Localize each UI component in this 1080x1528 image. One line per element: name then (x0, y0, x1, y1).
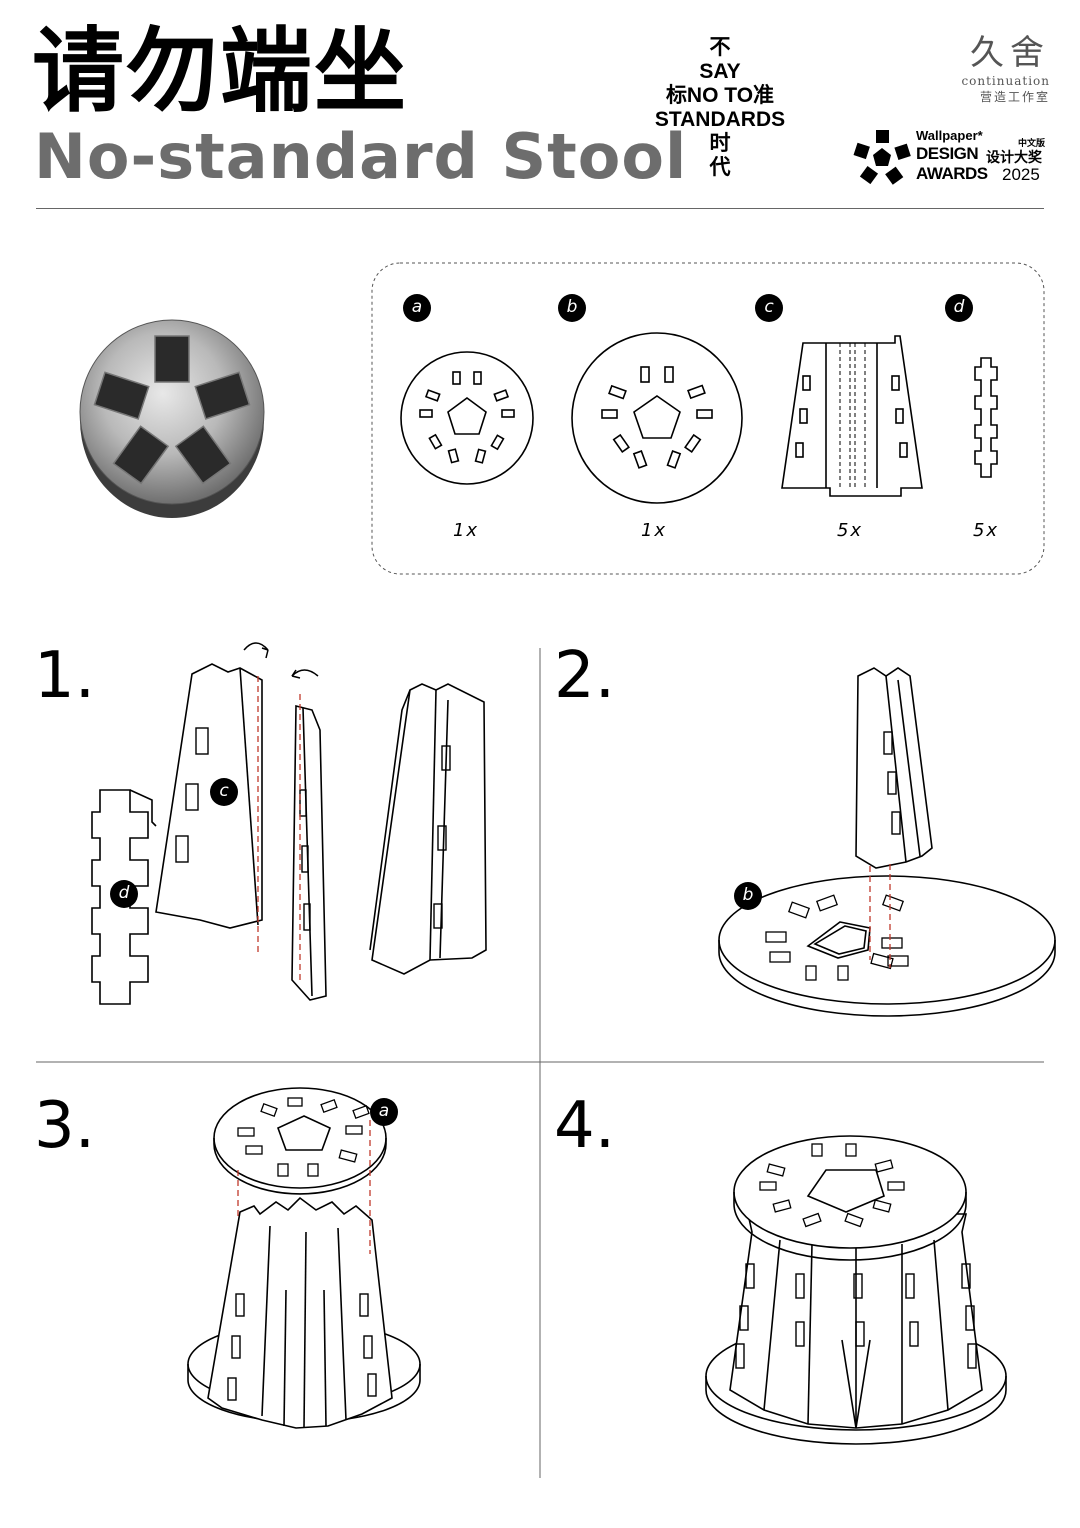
slogan-block: 不 SAY 标NO TO准 STANDARDS 时 代 (630, 36, 810, 180)
part-qty-d: 5x (972, 520, 1000, 541)
part-tag-a: a (403, 294, 431, 322)
step1-guides (257, 676, 301, 984)
part-qty-a: 1x (452, 520, 480, 541)
slogan-line: STANDARDS (654, 108, 786, 131)
slogan-line: 标NO TO准 (665, 84, 775, 107)
step3-tag-a: a (370, 1098, 398, 1126)
step2-tag-b: b (734, 882, 762, 910)
part-b-drawing (571, 332, 743, 504)
step-number-3: 3. (34, 1089, 96, 1163)
award-year: 2025 (1002, 165, 1040, 184)
header-divider (36, 208, 1044, 209)
page-title-cn: 请勿端坐 (32, 18, 409, 125)
step1-tag-d: d (110, 880, 138, 908)
part-qty-c: 5x (836, 520, 864, 541)
part-d-drawing (974, 357, 998, 478)
part-a-drawing (400, 351, 534, 485)
award-design: DESIGN (916, 144, 979, 163)
award-edition: 中文版 (1018, 139, 1046, 149)
brand-name-cn: 营造工作室 (979, 90, 1050, 104)
part-tag-c: c (755, 294, 783, 322)
slogan-line: 不 (709, 36, 731, 59)
step3-drawing (187, 1087, 421, 1429)
brand-logo: 久舍 continuation 营造工作室 (940, 36, 1050, 105)
award-badge: Wallpaper* 中文版 DESIGN 设计大奖 AWARDS 2025 (852, 128, 1052, 188)
part-tag-b: b (558, 294, 586, 322)
slogan-line: SAY (699, 60, 741, 83)
step2-guides (869, 864, 891, 968)
step-number-1: 1. (34, 639, 96, 713)
part-c-drawing (781, 335, 923, 497)
step-number-2: 2. (554, 639, 616, 713)
slogan-line: 代 (709, 156, 731, 179)
step-number-4: 4. (554, 1089, 616, 1163)
part-tag-d: d (945, 294, 973, 322)
award-awards: AWARDS (916, 164, 988, 183)
step2-drawing (718, 667, 1056, 1017)
step3-guides (237, 1120, 371, 1254)
brand-name-en: continuation (961, 74, 1050, 88)
page-title-en: No-standard Stool (34, 120, 688, 193)
award-cn: 设计大奖 (986, 150, 1042, 166)
parts-box (371, 262, 1045, 575)
asterisk-icon (853, 130, 911, 185)
step1-drawing (91, 642, 487, 1005)
part-qty-b: 1x (640, 520, 668, 541)
slogan-line: 时 (709, 132, 731, 155)
step4-drawing (705, 1135, 1007, 1445)
brand-glyph: 久舍 (970, 33, 1050, 73)
step1-tag-c: c (210, 778, 238, 806)
award-wallpaper: Wallpaper* (916, 128, 983, 143)
stool-photo (79, 319, 265, 518)
